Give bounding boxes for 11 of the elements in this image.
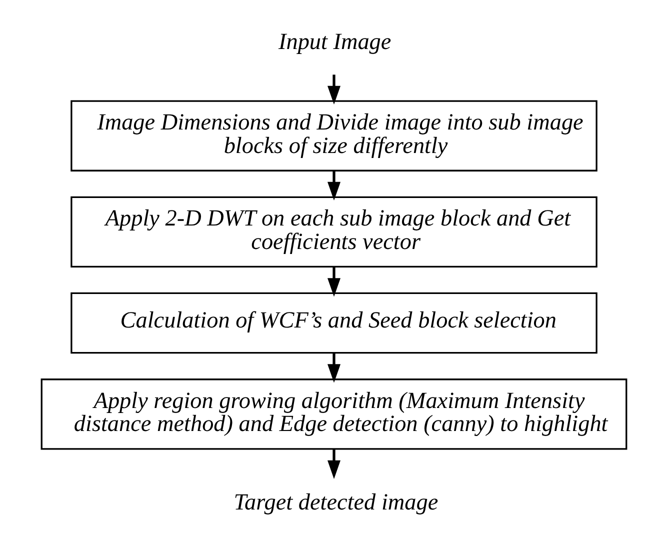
arrow xyxy=(327,74,340,104)
node-box: Apply 2-D DWT on each sub image block and Get coefficients vector xyxy=(70,196,597,268)
node-text: Target detected image xyxy=(233,490,438,516)
arrow xyxy=(327,171,340,201)
node-box: Calculation of WCF’s and Seed block selection xyxy=(70,292,597,354)
node-box: Apply region growing algorithm (Maximum Intensity distance method) and Edge detection (canny) to highlight xyxy=(40,378,627,450)
arrow xyxy=(327,449,340,479)
node-box: Image Dimensions and Divide image into sub image blocks of size differently xyxy=(70,100,597,172)
node-text: Input Image xyxy=(278,29,391,56)
arrow xyxy=(327,266,340,297)
arrow xyxy=(327,352,340,383)
